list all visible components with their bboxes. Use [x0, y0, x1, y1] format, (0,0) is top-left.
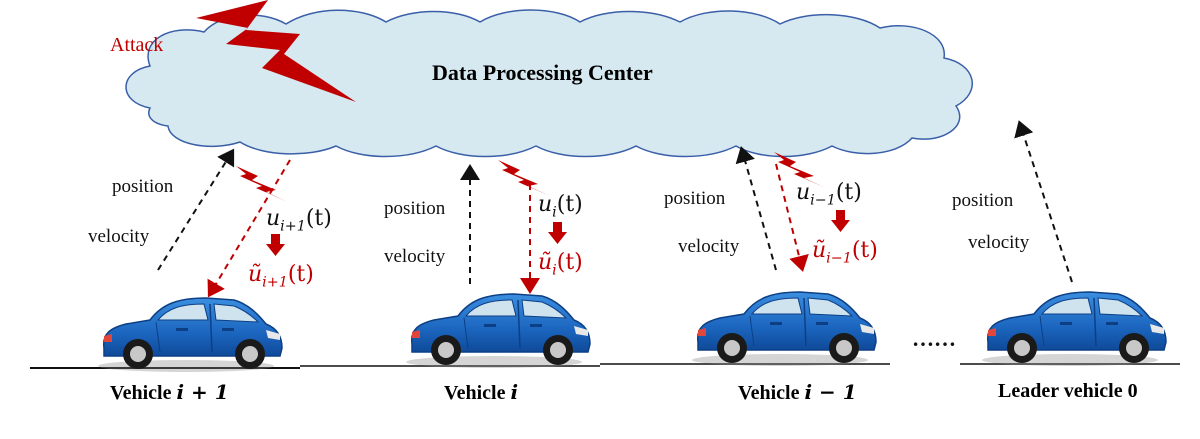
more-vehicles-ellipsis: …… — [912, 326, 956, 351]
small-attack-icon — [236, 166, 288, 202]
car-icon — [405, 293, 591, 369]
tamper-arrow — [831, 210, 850, 232]
tamper-arrow — [548, 222, 567, 244]
cloud-title: Data Processing Center — [432, 60, 653, 85]
car-icon — [97, 297, 283, 373]
vehicle-caption: Vehicle i — [444, 380, 519, 404]
data-processing-cloud — [125, 9, 973, 158]
downlink-arrow — [775, 163, 809, 272]
position-label: position — [112, 176, 174, 197]
tampered-input-label: ũi(t) — [538, 250, 583, 279]
attack-label: Attack — [110, 34, 164, 56]
tamper-arrow — [266, 234, 285, 256]
velocity-label: velocity — [384, 246, 446, 267]
small-attack-icon — [498, 160, 550, 196]
control-input-label: ui+1(t) — [266, 206, 332, 235]
position-label: position — [664, 188, 726, 209]
tampered-input-label: ũi+1(t) — [248, 262, 314, 291]
tampered-input-label: ũi−1(t) — [812, 238, 878, 267]
control-input-label: ui(t) — [538, 192, 583, 221]
velocity-label: velocity — [88, 226, 150, 247]
position-label: position — [952, 190, 1014, 211]
downlink-arrow — [207, 159, 291, 298]
position-label: position — [384, 198, 446, 219]
vehicle-caption: Leader vehicle 0 — [998, 380, 1138, 402]
car-icon — [981, 291, 1167, 367]
uplink-arrow — [157, 148, 235, 271]
car-icon — [691, 291, 877, 367]
vehicle-caption: Vehicle i − 1 — [738, 380, 857, 404]
velocity-label: velocity — [968, 232, 1030, 253]
uplink-arrow — [735, 146, 777, 271]
control-input-label: ui−1(t) — [796, 180, 862, 209]
vehicle-caption: Vehicle i + 1 — [110, 380, 229, 404]
attack-lightning-icon — [196, 0, 356, 102]
velocity-label: velocity — [678, 236, 740, 257]
uplink-arrow — [1014, 120, 1073, 283]
